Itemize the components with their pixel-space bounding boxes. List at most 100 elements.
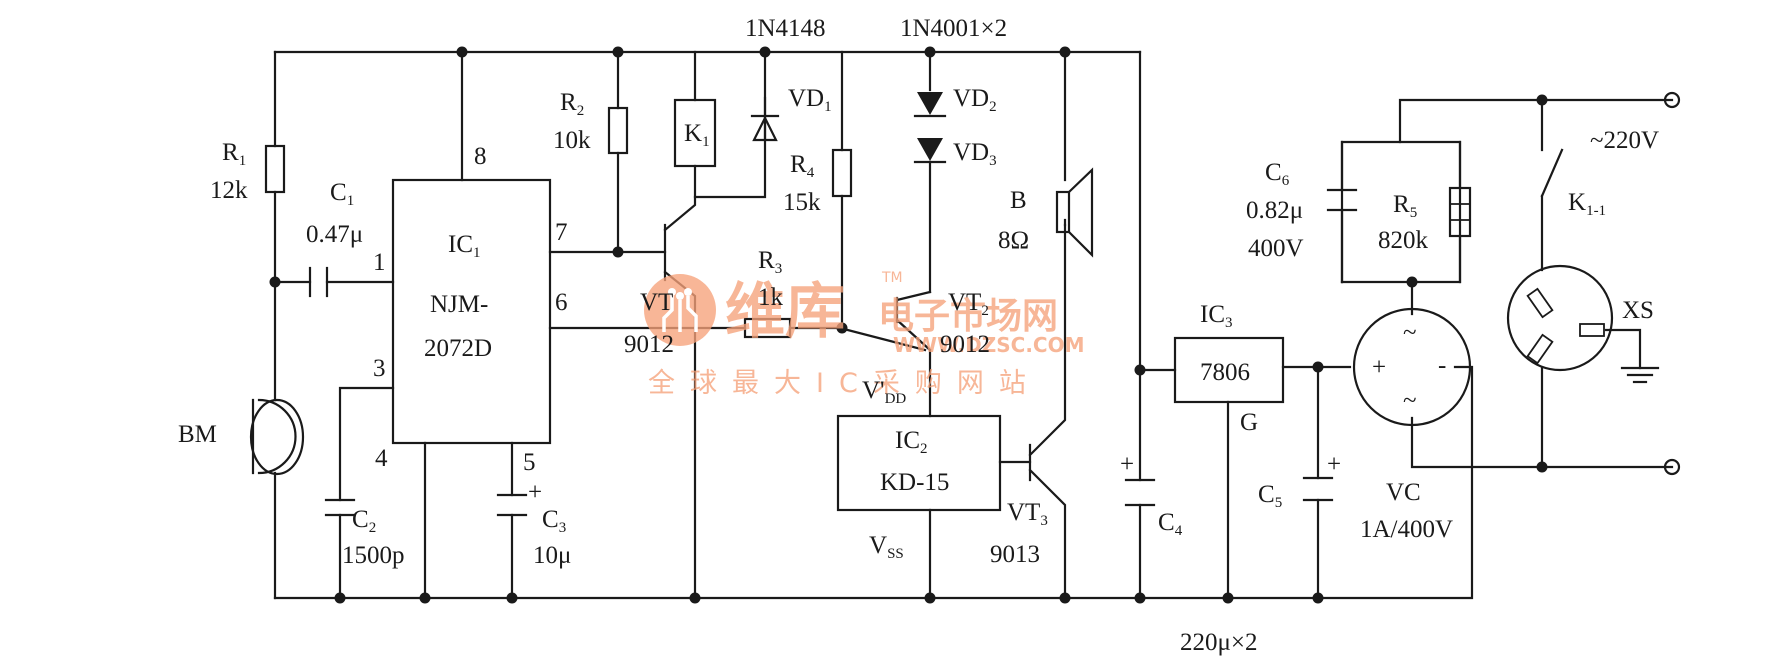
label-r2: R2 xyxy=(560,89,584,119)
ic1-box xyxy=(391,178,552,445)
label-c1-value: 0.47μ xyxy=(306,221,363,248)
labels: 1N4148 1N4001×2 R1 12k C1 0.47μ R2 10k K… xyxy=(178,15,1659,656)
label-r1: R1 xyxy=(222,139,246,169)
label-ic1-part-a: NJM- xyxy=(430,291,488,318)
wire-xs-ground xyxy=(1604,328,1642,370)
label-r3: R3 xyxy=(758,247,782,277)
junction xyxy=(506,592,518,604)
label-c5-plus: + xyxy=(1327,451,1341,478)
junction xyxy=(689,592,701,604)
label-bridge-minus: - xyxy=(1438,352,1446,379)
watermark-url: WWW.DZSC.COM xyxy=(893,333,1085,357)
label-c3: C3 xyxy=(542,506,566,536)
label-pin5: 5 xyxy=(523,449,536,476)
junction xyxy=(1222,592,1234,604)
label-vt2: VT2 xyxy=(948,289,989,319)
label-ic2: IC2 xyxy=(895,427,928,457)
label-k1-1: K1-1 xyxy=(1568,189,1606,219)
label-c6-value-a: 0.82μ xyxy=(1246,197,1303,224)
label-r2-value: 10k xyxy=(553,127,591,154)
label-vt3: VT3 xyxy=(1007,499,1048,529)
label-vc-value: 1A/400V xyxy=(1360,516,1453,543)
label-c3-value: 10μ xyxy=(533,542,571,569)
junction xyxy=(1312,361,1324,373)
capacitor-c2 xyxy=(324,498,356,517)
junction xyxy=(759,46,771,58)
capacitor-c5 xyxy=(1302,476,1334,502)
microphone-bm xyxy=(249,398,305,476)
label-caps-value: 220μ×2 xyxy=(1180,629,1258,656)
capacitor-c6 xyxy=(1326,188,1358,212)
label-c6-value-b: 400V xyxy=(1248,235,1304,262)
label-vss: VSS xyxy=(869,532,904,562)
label-pin3: 3 xyxy=(373,355,386,382)
label-ic1: IC1 xyxy=(448,231,481,261)
junction xyxy=(924,592,936,604)
label-c2-value: 1500p xyxy=(342,542,405,569)
junction xyxy=(269,276,281,288)
wire-top-right xyxy=(1398,98,1674,144)
label-ac-220v: ~220V xyxy=(1590,127,1659,154)
label-vt2-value: 9012 xyxy=(940,331,990,358)
junction xyxy=(1059,592,1071,604)
ground-symbol xyxy=(1620,366,1660,384)
label-r4: R4 xyxy=(790,151,815,181)
junction xyxy=(1536,94,1548,106)
watermark-subline: 全球最大IC采购网站 xyxy=(648,368,1041,399)
label-b: B xyxy=(1010,187,1027,214)
label-c6: C6 xyxy=(1265,159,1290,189)
label-vd1: VD1 xyxy=(788,85,832,115)
label-vt1-value: 9012 xyxy=(624,331,674,358)
label-ic1-part-b: 2072D xyxy=(424,335,492,362)
label-ic3-part: 7806 xyxy=(1200,359,1250,386)
label-c4: C4 xyxy=(1158,509,1183,539)
label-xs: XS xyxy=(1622,297,1654,324)
capacitor-c4 xyxy=(1124,478,1156,507)
label-k1: K1 xyxy=(684,120,710,150)
label-pin4: 4 xyxy=(375,445,388,472)
ac-terminal-bottom xyxy=(1663,458,1681,476)
junction xyxy=(1312,592,1324,604)
label-c4-plus: + xyxy=(1120,451,1134,478)
wire-k1 xyxy=(693,50,767,199)
label-pin6: 6 xyxy=(555,289,568,316)
wire-bridge-bottom xyxy=(1410,416,1674,469)
label-r5: R5 xyxy=(1393,191,1417,221)
label-c3-plus: + xyxy=(528,479,542,506)
junction xyxy=(1134,364,1146,376)
watermark: 维库 TM 电子市场网 WWW.DZSC.COM 全球最大IC采购网站 xyxy=(644,270,1085,399)
junctions xyxy=(269,46,1548,604)
junction xyxy=(334,592,346,604)
label-r3-value: 1k xyxy=(758,284,784,311)
watermark-logo: 维库 xyxy=(725,277,845,347)
resistor-r2 xyxy=(607,106,629,155)
watermark-tm: TM xyxy=(881,270,903,286)
resistor-r5 xyxy=(1448,186,1472,238)
ic3-box xyxy=(1173,336,1285,404)
junction xyxy=(612,46,624,58)
resistor-r4 xyxy=(831,148,853,198)
junction xyxy=(836,322,848,334)
label-r1-value: 12k xyxy=(210,177,248,204)
resistor-r1 xyxy=(264,144,286,194)
junction xyxy=(1059,46,1071,58)
label-1n4001: 1N4001×2 xyxy=(900,15,1007,42)
label-vd2: VD2 xyxy=(953,85,997,115)
watermark-logo-icon xyxy=(644,274,716,346)
label-ic3: IC3 xyxy=(1200,301,1233,331)
resistor-r3 xyxy=(743,317,792,339)
label-c5: C5 xyxy=(1258,481,1282,511)
diode-vd1 xyxy=(750,114,780,142)
label-bm: BM xyxy=(178,421,217,448)
label-c1: C1 xyxy=(330,179,354,209)
bridge-rectifier-vc xyxy=(1352,307,1472,427)
junction xyxy=(1134,592,1146,604)
wire-vt2 xyxy=(895,290,932,418)
label-pin8: 8 xyxy=(474,143,487,170)
ac-terminal-top xyxy=(1663,91,1681,109)
wire-bridge-minus xyxy=(1453,365,1474,600)
junction xyxy=(924,46,936,58)
wire-pin3 xyxy=(338,386,395,502)
